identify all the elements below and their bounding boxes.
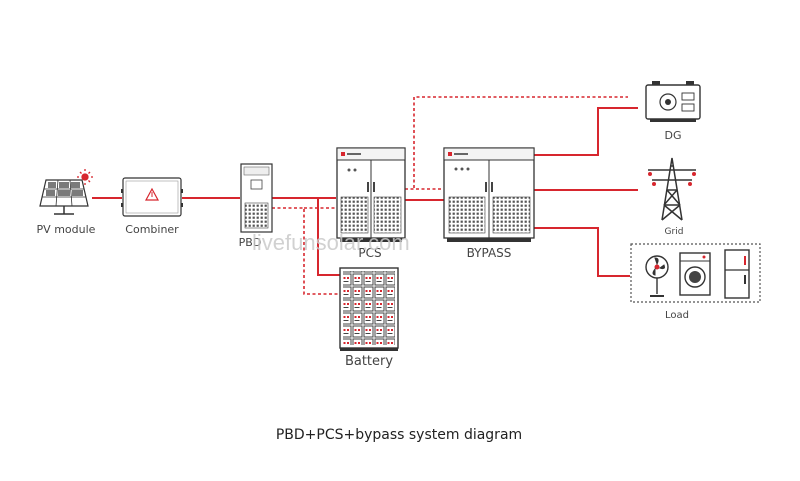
bypass-label: BYPASS bbox=[467, 246, 512, 260]
battery-label: Battery bbox=[345, 354, 393, 369]
load-label: Load bbox=[665, 310, 689, 321]
refrigerator-icon bbox=[724, 249, 750, 299]
bypass-cabinet-icon bbox=[443, 147, 535, 242]
combiner-label: Combiner bbox=[125, 223, 179, 236]
pbd-to-battery-line bbox=[317, 198, 340, 276]
bypass-to-load-line bbox=[534, 227, 630, 277]
pcs-cabinet-icon bbox=[336, 147, 406, 242]
load-dashed-frame bbox=[630, 243, 761, 303]
dg-label: DG bbox=[665, 129, 682, 142]
battery-rack-icon bbox=[339, 267, 399, 351]
household-appliances-icon bbox=[645, 249, 750, 299]
solar-panel-icon bbox=[39, 179, 89, 215]
grid-node: Grid bbox=[648, 157, 696, 237]
watermark-text: livefunsolar.com bbox=[252, 230, 410, 255]
generator-icon bbox=[645, 81, 701, 122]
connections bbox=[92, 96, 638, 295]
fan-icon bbox=[645, 255, 669, 297]
load-node: Load bbox=[630, 243, 761, 321]
bypass-to-dg-line bbox=[534, 107, 638, 156]
bypass-node: BYPASS bbox=[443, 147, 535, 260]
pcs-node: PCS bbox=[336, 147, 406, 260]
grid-label: Grid bbox=[665, 227, 684, 237]
sun-burst-icon bbox=[77, 169, 93, 185]
washing-machine-icon bbox=[679, 252, 711, 296]
diagram-caption: PBD+PCS+bypass system diagram bbox=[276, 427, 522, 443]
transmission-tower-icon bbox=[648, 157, 696, 221]
pv-module-node: PV module bbox=[37, 169, 96, 236]
pcs-label: PCS bbox=[358, 246, 381, 260]
combiner-box-icon bbox=[121, 177, 183, 217]
combiner-node: Combiner bbox=[121, 177, 183, 236]
pv-module-label: PV module bbox=[37, 223, 96, 236]
dg-node: DG bbox=[645, 81, 701, 142]
pcs-to-dg-dashed-line bbox=[413, 96, 628, 188]
pbd-node: PBD bbox=[239, 163, 273, 249]
pbd-cabinet-icon bbox=[240, 163, 273, 233]
battery-node: Battery bbox=[339, 267, 399, 369]
pbd-label: PBD bbox=[239, 236, 262, 249]
